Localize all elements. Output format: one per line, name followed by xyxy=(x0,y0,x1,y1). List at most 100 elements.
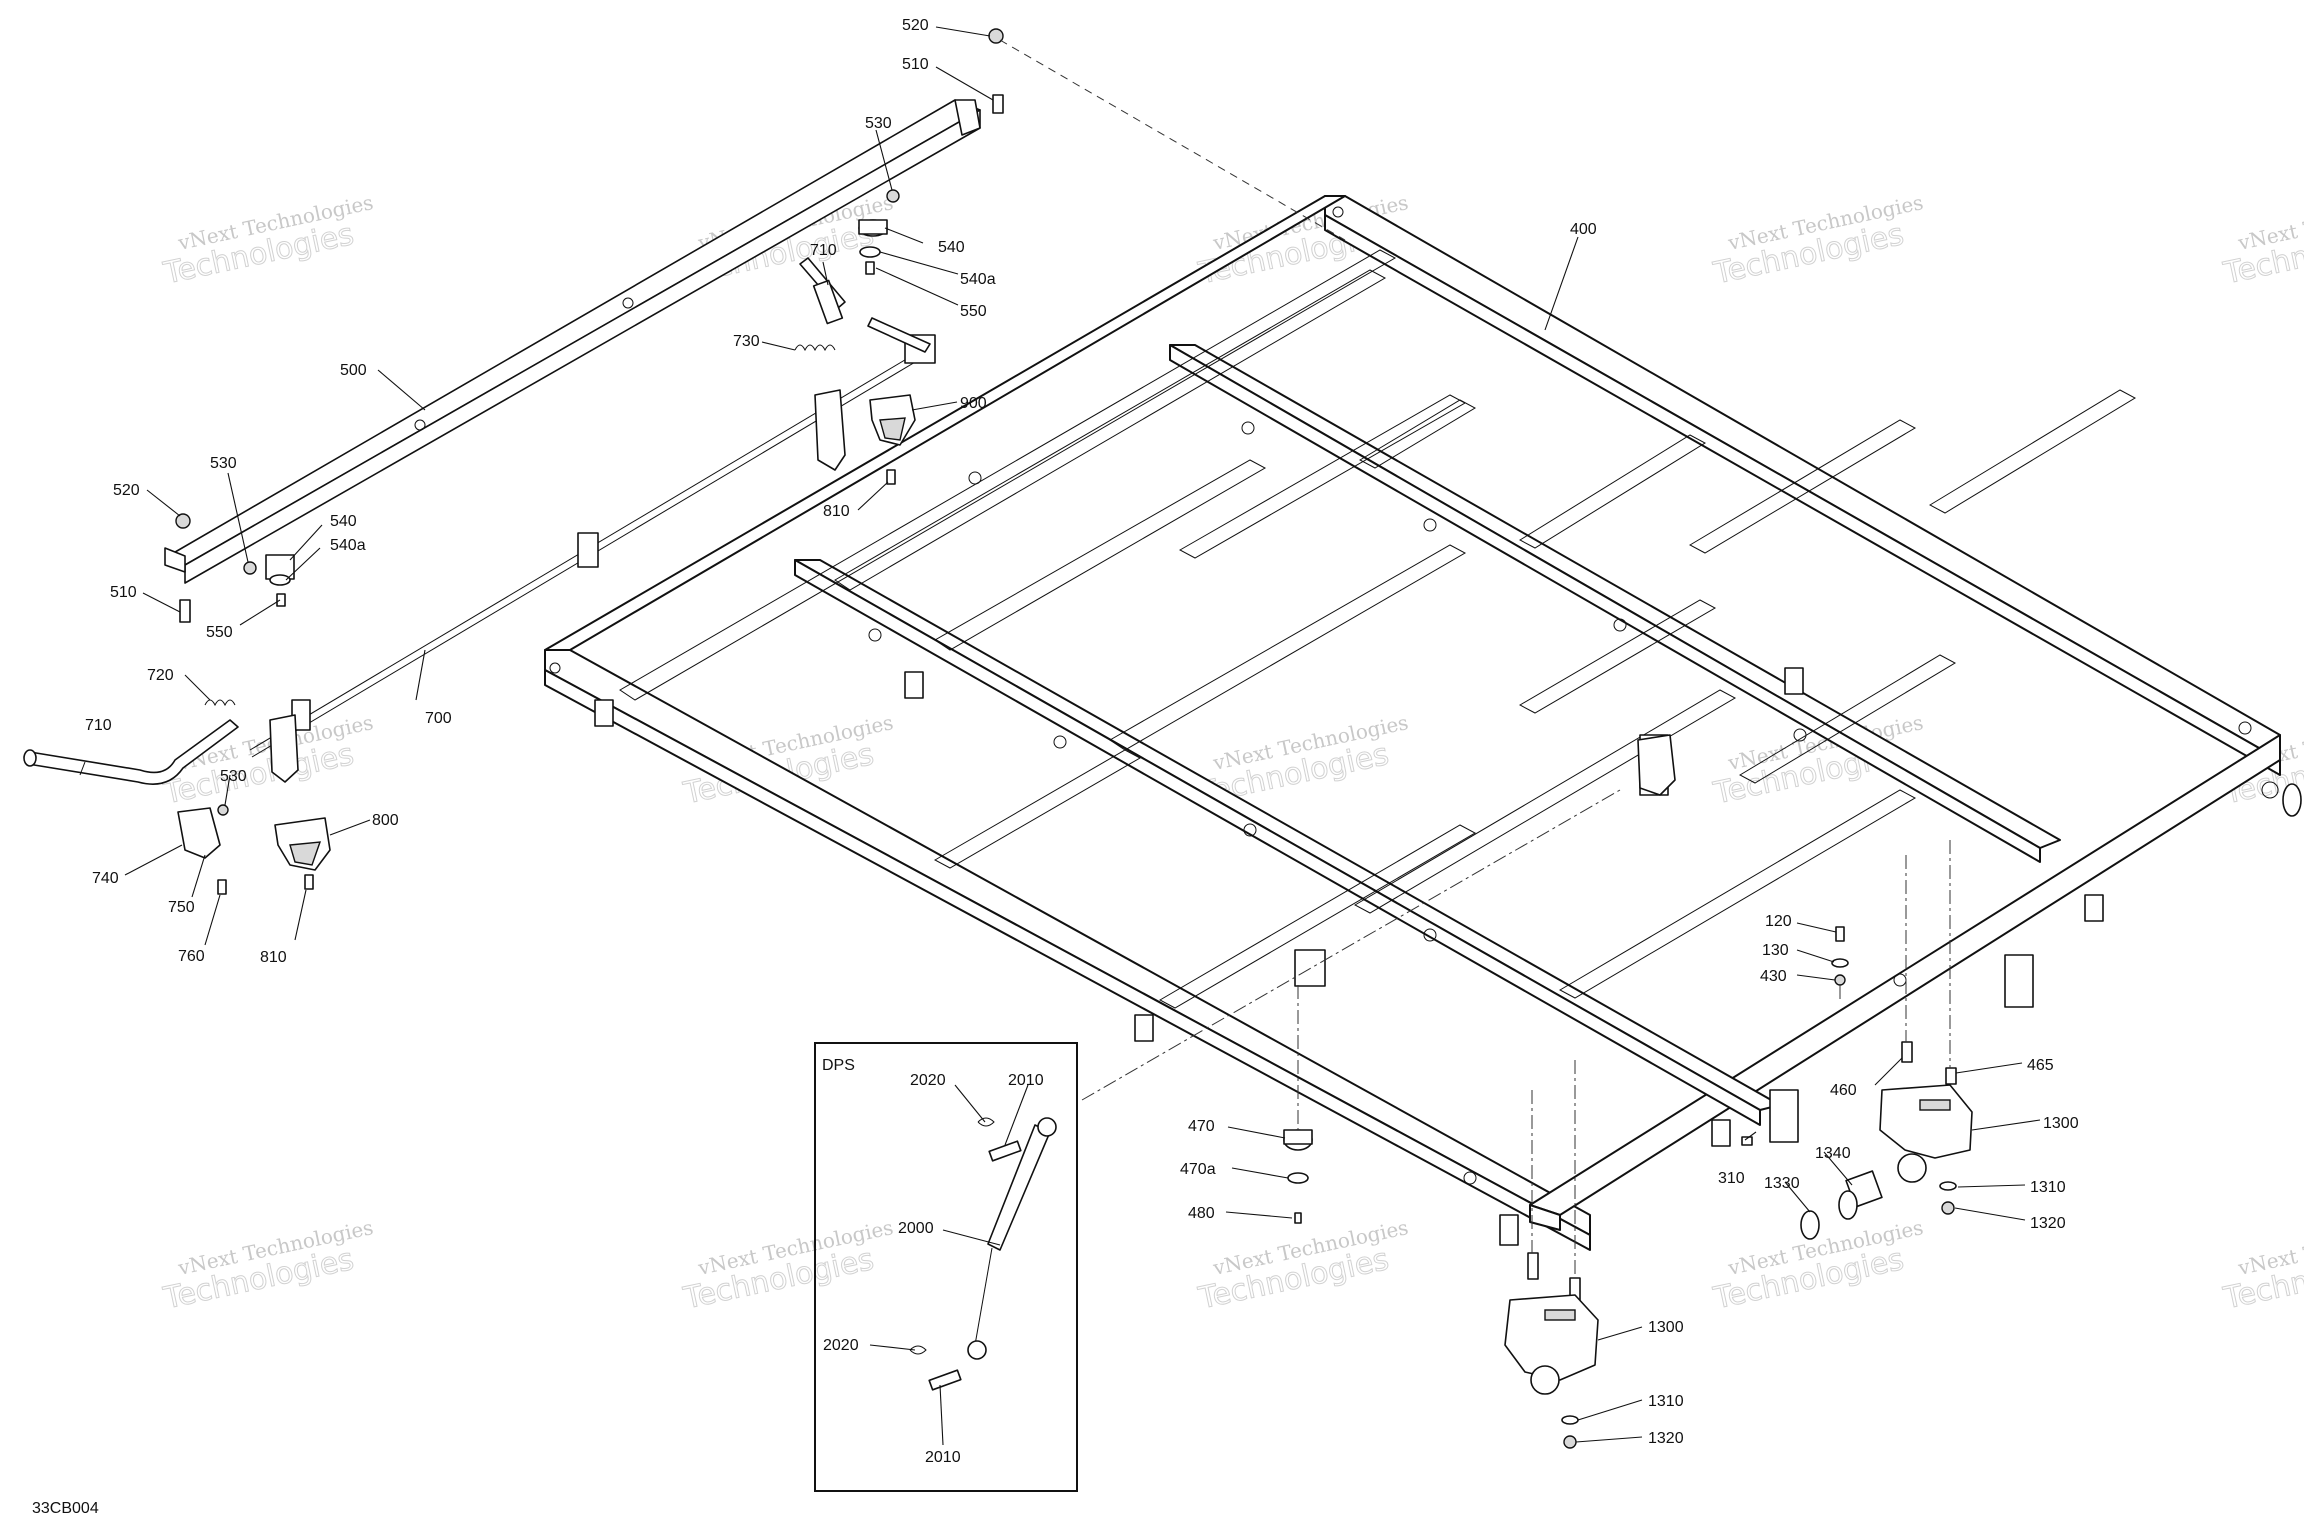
callout-label: 1300 xyxy=(1648,1319,1684,1336)
callout-label: 430 xyxy=(1760,968,1787,985)
callout-label: 540a xyxy=(960,271,996,288)
callout-label: 760 xyxy=(178,948,205,965)
leader-line xyxy=(289,524,323,561)
seal-1330 xyxy=(1800,1210,1820,1240)
frame-hole xyxy=(1463,1171,1477,1185)
callout-labels: 520 510 530 540 540a 550 710 730 900 810… xyxy=(85,17,2079,1466)
leader-line xyxy=(875,267,959,306)
leader-line xyxy=(224,774,231,806)
gas-strut-lower-eye xyxy=(967,1340,987,1360)
leader-line xyxy=(935,66,994,101)
callout-label: 810 xyxy=(823,503,850,520)
latch-lever-lower xyxy=(269,714,299,783)
callout-label: 710 xyxy=(85,717,112,734)
leader-line xyxy=(911,401,958,411)
dps-inset: DPS xyxy=(814,1042,1078,1492)
dash-line xyxy=(999,39,1346,241)
screw-550 xyxy=(865,261,875,275)
callout-label: 1310 xyxy=(1648,1393,1684,1410)
callout-label: 1310 xyxy=(2030,1179,2066,1196)
frame-end-bushing xyxy=(2282,783,2302,817)
callout-label: 1320 xyxy=(1648,1430,1684,1447)
frame-bracket xyxy=(1294,949,1326,987)
screw-550-lower xyxy=(276,593,286,607)
leader-line xyxy=(294,889,307,941)
rear-beam-500 xyxy=(164,99,981,584)
leader-line xyxy=(884,227,924,244)
callout-label: 520 xyxy=(902,17,929,34)
frame-cross-member xyxy=(1353,689,1737,914)
frame-bracket xyxy=(904,671,924,699)
nut-520-lower xyxy=(175,513,191,529)
nut-430 xyxy=(1834,974,1846,986)
leader-line xyxy=(285,547,321,581)
pivot-mount-1300-right xyxy=(1879,1084,1973,1183)
leader-line xyxy=(1796,922,1837,933)
callout-label: 2020 xyxy=(910,1072,946,1089)
frame-cross-member xyxy=(1158,824,1477,1009)
bushing-end xyxy=(1838,1190,1858,1220)
bumper-540-body xyxy=(858,219,888,235)
callout-label: 530 xyxy=(865,115,892,132)
leader-line xyxy=(415,649,426,701)
leader-line xyxy=(1954,1207,2026,1221)
nut-530-lower xyxy=(243,561,257,575)
nut-1320 xyxy=(1563,1435,1577,1449)
pivot-mount-body xyxy=(1879,1084,1973,1159)
leader-line xyxy=(1231,1167,1289,1179)
spring-730 xyxy=(794,344,836,352)
rear-beam-end-plate xyxy=(954,99,981,136)
frame-hole xyxy=(1243,823,1257,837)
leader-line xyxy=(1796,974,1836,981)
latch-lever xyxy=(814,389,846,471)
frame-bracket xyxy=(1711,1119,1731,1147)
frame-bracket xyxy=(1499,1214,1519,1246)
frame-right-rail-end xyxy=(1529,1204,1561,1231)
leader-line xyxy=(857,481,889,511)
callout-label: 730 xyxy=(733,333,760,350)
frame-hole xyxy=(1423,928,1437,942)
pin-310 xyxy=(1741,1136,1753,1146)
callout-label: 530 xyxy=(210,455,237,472)
fasteners xyxy=(175,28,1957,1449)
rear-beam-hole xyxy=(414,419,426,431)
callout-label: 460 xyxy=(1830,1082,1857,1099)
leader-line xyxy=(1544,236,1579,331)
frame-hole xyxy=(1241,421,1255,435)
rear-beam-end xyxy=(164,547,186,573)
rear-beam-side xyxy=(184,109,981,584)
leader-line xyxy=(124,844,183,876)
leader-line xyxy=(239,599,281,626)
callout-label: 2020 xyxy=(823,1337,859,1354)
washer-540a xyxy=(859,246,881,258)
leader-line xyxy=(377,369,426,411)
screw-760 xyxy=(217,879,227,895)
bushing-1340 xyxy=(1838,1170,1883,1220)
leader-line xyxy=(761,341,796,351)
frame-hole xyxy=(1793,728,1807,742)
pivot-mount-1300-left xyxy=(1504,1294,1599,1395)
callout-label: 800 xyxy=(372,812,399,829)
screw-120 xyxy=(1835,926,1845,942)
callout-label: 2000 xyxy=(898,1220,934,1237)
stud-1300-left xyxy=(1527,1252,1539,1280)
bumper-470-body xyxy=(1283,1129,1313,1145)
callout-label: 710 xyxy=(810,242,837,259)
leader-line xyxy=(329,819,371,836)
callout-label: 520 xyxy=(113,482,140,499)
pivot-mount-slot xyxy=(1544,1309,1576,1321)
callout-label: 480 xyxy=(1188,1205,1215,1222)
pin-2010-lower xyxy=(928,1369,962,1391)
connection-lines xyxy=(999,39,1951,1278)
frame-inner-beam-2-side xyxy=(1169,344,2041,863)
latch-800 xyxy=(274,817,331,871)
frame-hole xyxy=(2261,781,2279,799)
handle-710-upper-bar xyxy=(867,317,931,353)
frame-cross-member xyxy=(1688,419,1917,554)
callout-label: 700 xyxy=(425,710,452,727)
callout-label: 310 xyxy=(1718,1170,1745,1187)
screw-810 xyxy=(304,874,314,890)
handle-710-lower xyxy=(27,719,239,785)
leader-line xyxy=(879,251,959,275)
